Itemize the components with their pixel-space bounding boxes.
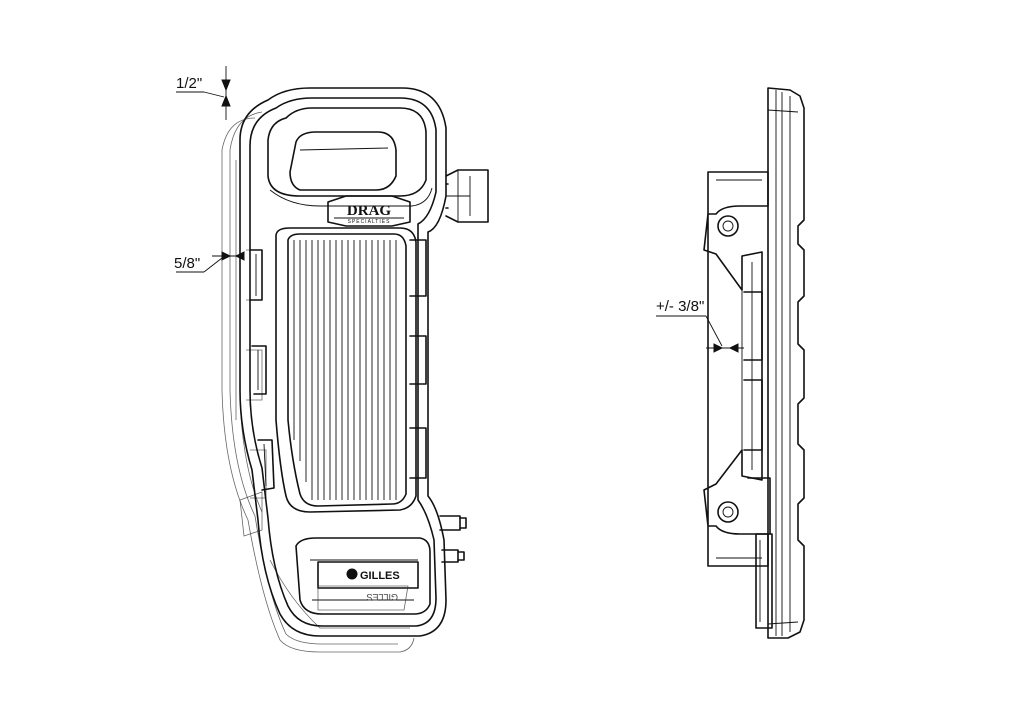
dimension-side-offset: 5/8" [174,251,245,273]
dim-label-adjust: +/- 3/8" [656,298,704,315]
body-inner-outline [249,97,437,627]
lower-pocket [295,537,431,615]
logo-subtext: SPECIALTIES [348,219,391,225]
front-view: DRAG SPECIALTIES [174,66,489,653]
right-side-tabs [409,239,427,479]
dimension-adjust-range: +/- 3/8" [656,298,744,353]
ribbed-pad [287,233,407,507]
gilles-badge-ghost: GILLES [317,585,409,611]
side-view: +/- 3/8" [656,87,805,639]
mount-pins-bottom [439,515,467,563]
bolt-bottom-icon [717,501,739,523]
board-side-outline [767,87,805,639]
dimension-top-offset: 1/2" [176,66,231,120]
handle-pad [289,131,397,191]
dim-label-side: 5/8" [174,255,200,272]
mount-bracket-top [445,169,489,223]
body-outer-outline [239,87,447,637]
drag-logo: DRAG SPECIALTIES [327,195,411,227]
logo-text: DRAG [347,203,391,219]
dim-label-top: 1/2" [176,75,202,92]
upper-opening [267,107,427,197]
gilles-logo-icon [346,568,358,580]
badge-text-ghost: GILLES [366,592,398,602]
left-side-tabs [249,249,275,491]
pad-ribs [293,240,397,500]
center-recess [275,227,417,513]
gilles-badge: GILLES [317,561,419,589]
badge-text: GILLES [360,570,400,582]
side-bracket [703,171,773,629]
bolt-top-icon [717,215,739,237]
